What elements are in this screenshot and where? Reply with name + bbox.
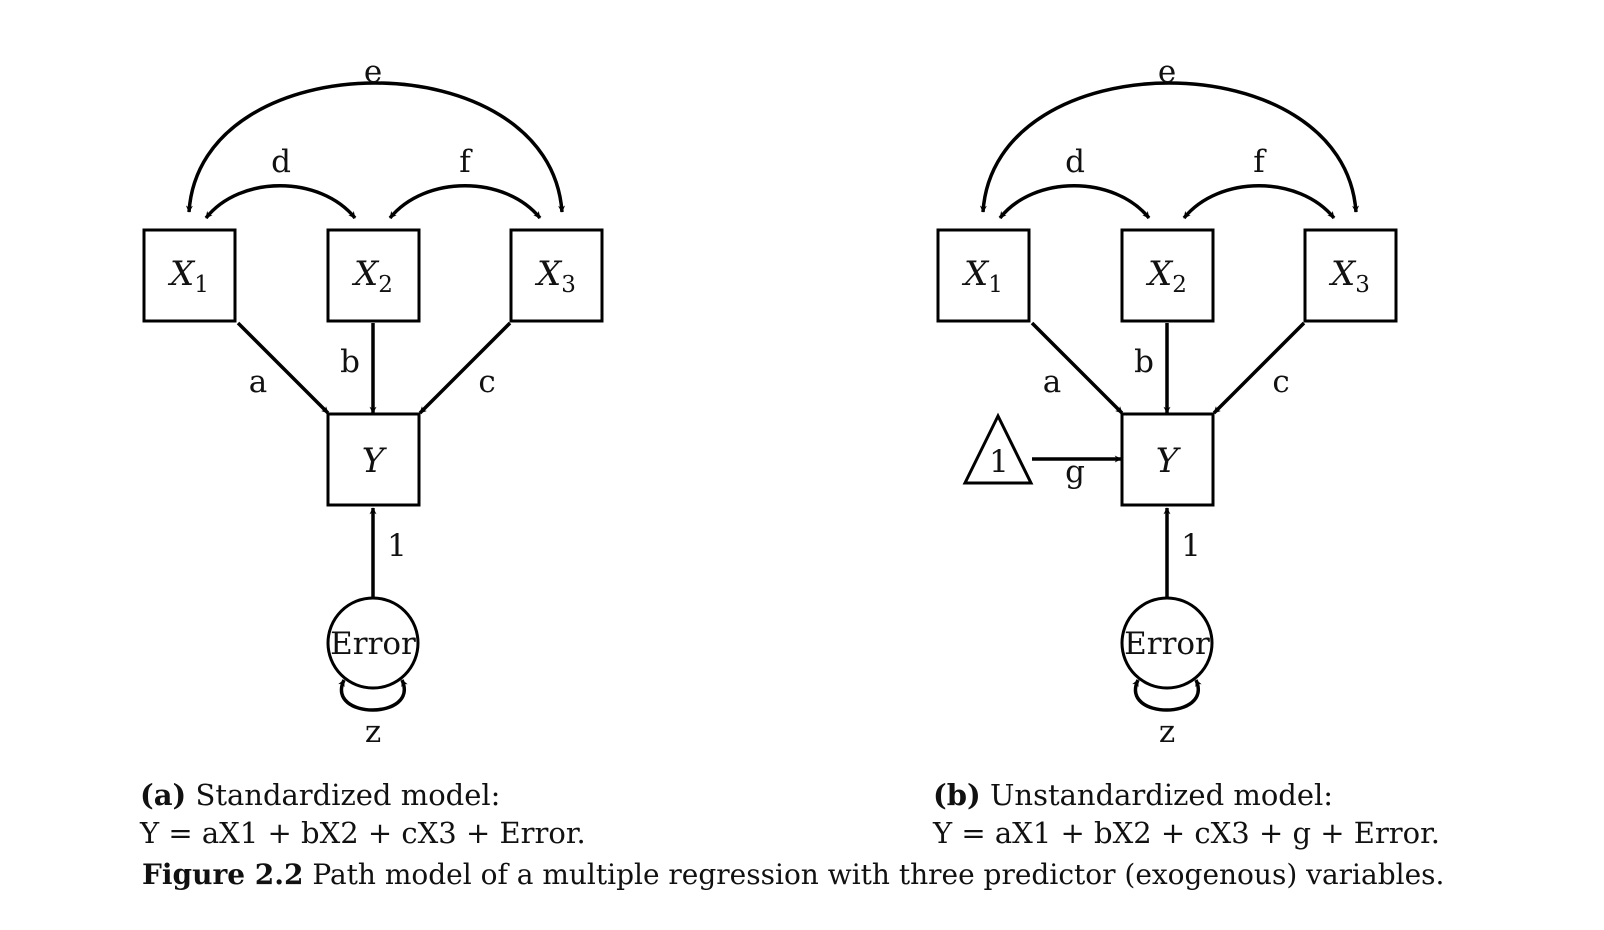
caption-b: (b) Unstandardized model: Y = aX1 + bX2 … [933, 776, 1440, 852]
edge-label-a: a [1043, 364, 1061, 400]
node-x2 [326, 228, 421, 323]
node-x2 [1120, 228, 1215, 323]
caption-a-tag: (a) [140, 778, 187, 812]
node-error [1120, 596, 1214, 690]
regression-path-a [1030, 321, 1124, 415]
node-error-label: Error [1124, 626, 1210, 662]
node-constant-triangle [962, 412, 1034, 485]
edge-label-b: b [340, 344, 360, 380]
caption-b-tag: (b) [933, 778, 981, 812]
edge-label-f: f [459, 144, 473, 180]
edge-label-e: e [1158, 54, 1176, 90]
edge-label-z: z [365, 714, 381, 750]
figure-label: Figure 2.2 [142, 858, 304, 891]
node-x1-label: X1 [167, 254, 209, 298]
error-variance-loop [1132, 679, 1202, 712]
covariance-path-d [998, 184, 1151, 220]
edge-label-d: d [271, 144, 291, 180]
node-constant-label: 1 [989, 444, 1009, 480]
covariance-path-f [388, 184, 542, 220]
node-error-label: Error [330, 626, 416, 662]
node-x3 [1303, 228, 1398, 323]
regression-path-a [236, 321, 330, 415]
node-error [326, 596, 420, 690]
caption-a: (a) Standardized model: Y = aX1 + bX2 + … [140, 776, 586, 852]
node-x3-label: X3 [534, 254, 576, 298]
caption-b-equation: Y = aX1 + bX2 + cX3 + g + Error. [933, 816, 1441, 850]
regression-path-c [418, 321, 512, 415]
node-y-label: Y [1156, 441, 1182, 481]
figure-caption: Figure 2.2 Path model of a multiple regr… [142, 858, 1444, 891]
covariance-path-d [204, 184, 357, 220]
edge-label-c: c [1272, 364, 1289, 400]
edge-label-1: 1 [387, 528, 407, 564]
node-y [1120, 412, 1215, 507]
node-x3 [509, 228, 604, 323]
node-x2-label: X2 [1145, 254, 1187, 298]
caption-a-equation: Y = aX1 + bX2 + cX3 + Error. [140, 816, 586, 850]
caption-b-text: Unstandardized model: [989, 778, 1334, 812]
node-y-label: Y [362, 441, 388, 481]
regression-path-c [1212, 321, 1306, 415]
edge-label-f: f [1253, 144, 1267, 180]
edge-label-z: z [1159, 714, 1175, 750]
node-x3-label: X3 [1328, 254, 1370, 298]
covariance-path-f [1182, 184, 1336, 220]
edge-label-a: a [249, 364, 267, 400]
node-x1 [142, 228, 237, 323]
error-variance-loop [338, 679, 408, 712]
node-x2-label: X2 [351, 254, 393, 298]
panel-a: X1 X2 X3 Y Error e d f a b c 1 z [142, 54, 604, 750]
covariance-path-e [185, 81, 566, 213]
caption-a-text: Standardized model: [195, 778, 501, 812]
edge-label-d: d [1065, 144, 1085, 180]
node-x1-label: X1 [961, 254, 1003, 298]
node-x1 [936, 228, 1031, 323]
panel-b: X1 X2 X3 Y Error 1 e d f a b c g 1 z [936, 54, 1398, 750]
edge-label-b: b [1134, 344, 1154, 380]
edge-label-c: c [478, 364, 495, 400]
node-y [326, 412, 421, 507]
figure-text: Path model of a multiple regression with… [312, 858, 1445, 891]
edge-label-1: 1 [1181, 528, 1201, 564]
edge-label-g: g [1065, 454, 1085, 490]
edge-label-e: e [364, 54, 382, 90]
covariance-path-e [979, 81, 1360, 213]
